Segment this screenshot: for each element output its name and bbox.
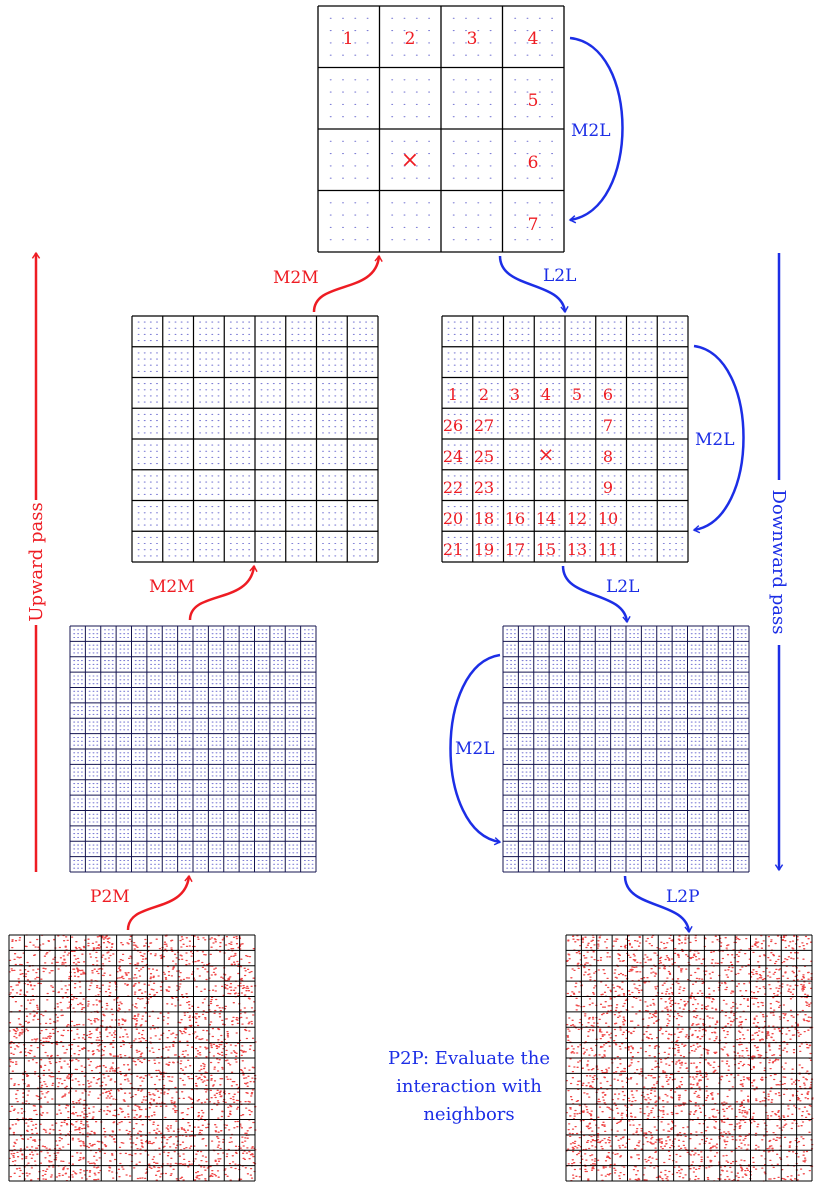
- level3-cell-number: 21: [443, 540, 463, 559]
- m2m-arrow-lower: [188, 564, 258, 621]
- level3-cell-number: 13: [567, 540, 587, 559]
- l2l-arrow-lower: [561, 565, 631, 624]
- grid-level4-upward: [69, 625, 317, 873]
- m2l-label-level3: M2L: [695, 430, 735, 450]
- level3-cell-number: 27: [474, 416, 494, 435]
- level3-cell-number: 15: [536, 540, 556, 559]
- grid-lines: [131, 315, 379, 563]
- m2l-arrow-level4: [449, 653, 502, 846]
- p2m-arrow: [126, 874, 193, 931]
- level3-cell-number: 12: [567, 509, 587, 528]
- l2p-label: L2P: [666, 887, 700, 907]
- leaf-grid-upward: [8, 934, 257, 1182]
- l2p-arrow: [623, 875, 693, 934]
- level2-cell-number: 7: [528, 215, 539, 235]
- level2-interaction-list: 1 2 3 4 5 6 7 ×: [343, 29, 539, 235]
- leaf-grid-downward: [565, 934, 814, 1182]
- grid-level3-downward: [441, 315, 689, 563]
- upward-pass-label: Upward pass: [26, 502, 47, 621]
- level3-cell-number: 18: [474, 509, 494, 528]
- m2m-label-upper: M2M: [273, 268, 319, 288]
- level3-cell-number: 19: [474, 540, 494, 559]
- p2p-caption-line2: interaction with: [396, 1076, 542, 1097]
- level3-cell-number: 16: [505, 509, 525, 528]
- m2l-label-level2: M2L: [571, 121, 611, 141]
- level2-cell-number: 5: [528, 91, 539, 111]
- grid-level4-downward: [502, 625, 750, 873]
- level3-interaction-list: 1 2 3 4 5 6 7 8 9 10 11 12 13 14 15 16 1…: [443, 385, 618, 559]
- l2l-arrow-upper: [498, 255, 569, 314]
- level3-cell-number: 26: [443, 416, 463, 435]
- grid-lines: [69, 625, 317, 873]
- level2-cell-number: 3: [467, 29, 478, 49]
- grid-dots: [73, 629, 314, 869]
- level2-cell-number: 2: [405, 29, 416, 49]
- grid-lines: [317, 5, 565, 253]
- l2l-label-upper: L2L: [543, 266, 576, 286]
- level2-target-marker: ×: [401, 148, 419, 173]
- m2m-label-lower: M2M: [149, 577, 195, 597]
- grid-lines: [565, 934, 813, 1182]
- l2l-label-lower: L2L: [606, 577, 639, 597]
- level3-cell-number: 10: [598, 509, 618, 528]
- level3-cell-number: 5: [572, 385, 582, 404]
- grid-dots: [329, 17, 554, 241]
- grid-dots: [447, 321, 684, 557]
- p2p-caption-line3: neighbors: [423, 1104, 514, 1125]
- p2m-label: P2M: [90, 887, 130, 907]
- level3-cell-number: 17: [505, 540, 525, 559]
- level3-cell-number: 11: [598, 540, 618, 559]
- level3-cell-number: 2: [479, 385, 489, 404]
- level2-cell-number: 6: [528, 153, 539, 173]
- downward-pass-label: Downward pass: [768, 490, 789, 635]
- level3-cell-number: 3: [510, 385, 520, 404]
- level3-cell-number: 20: [443, 509, 463, 528]
- m2l-arrow-level2: [568, 36, 624, 224]
- m2l-label-level4: M2L: [455, 739, 495, 759]
- level3-cell-number: 4: [541, 385, 551, 404]
- level3-cell-number: 24: [443, 447, 463, 466]
- grid-lines: [441, 315, 689, 563]
- grid-level3-upward: [131, 315, 379, 563]
- level3-cell-number: 25: [474, 447, 494, 466]
- grid-dots: [506, 629, 747, 869]
- grid-level2: [317, 5, 565, 253]
- level2-cell-number: 4: [528, 29, 539, 49]
- m2l-arrow-level3: [692, 344, 745, 534]
- level3-cell-number: 9: [603, 478, 613, 497]
- level3-target-marker: ×: [538, 442, 555, 466]
- level3-cell-number: 14: [536, 509, 556, 528]
- level2-cell-number: 1: [343, 29, 354, 49]
- grid-lines: [502, 625, 750, 873]
- level3-cell-number: 22: [443, 478, 463, 497]
- level3-cell-number: 8: [603, 447, 613, 466]
- grid-lines: [8, 934, 256, 1182]
- level3-cell-number: 7: [603, 416, 613, 435]
- level3-cell-number: 1: [448, 385, 458, 404]
- level3-cell-number: 6: [603, 385, 613, 404]
- level3-cell-number: 23: [474, 478, 494, 497]
- p2p-caption-line1: P2P: Evaluate the: [388, 1048, 550, 1069]
- grid-dots: [137, 321, 374, 557]
- upward-pass: [31, 251, 383, 931]
- m2m-arrow-upper: [312, 254, 383, 313]
- downward-pass: [449, 36, 784, 934]
